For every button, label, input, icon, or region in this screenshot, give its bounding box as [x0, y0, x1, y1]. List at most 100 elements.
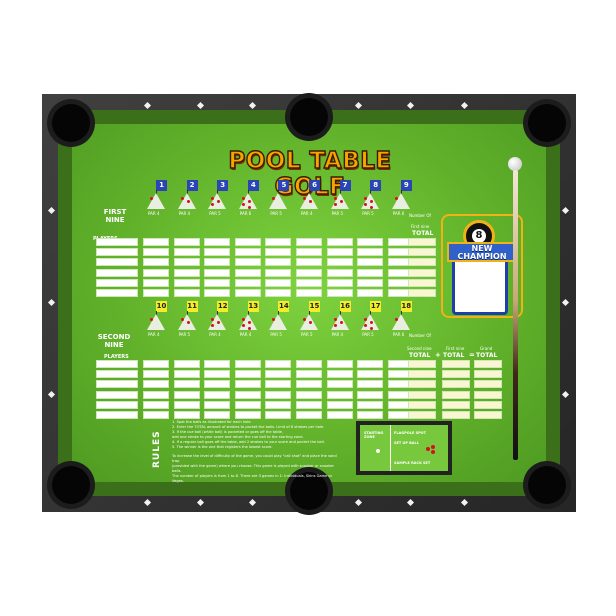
champion-name-board[interactable]	[452, 253, 508, 315]
score-cell[interactable]	[265, 380, 292, 389]
score-cell[interactable]	[296, 248, 322, 257]
score-cell[interactable]	[234, 360, 261, 368]
score-cell[interactable]	[143, 238, 169, 246]
total-cell[interactable]	[408, 360, 436, 368]
score-cell[interactable]	[204, 411, 231, 419]
score-cell[interactable]	[265, 400, 292, 409]
score-cell[interactable]	[234, 380, 261, 389]
total-cell[interactable]	[474, 400, 502, 409]
total-cell[interactable]	[408, 380, 436, 389]
score-cell[interactable]	[143, 360, 169, 368]
total-cell[interactable]	[408, 258, 436, 267]
score-cell[interactable]	[265, 268, 292, 277]
score-cell[interactable]	[326, 400, 353, 409]
score-cell[interactable]	[204, 390, 231, 399]
score-cell[interactable]	[234, 278, 261, 287]
score-cell[interactable]	[234, 289, 261, 297]
score-cell[interactable]	[296, 390, 322, 399]
score-cell[interactable]	[204, 360, 231, 368]
score-cell[interactable]	[265, 360, 292, 368]
score-cell[interactable]	[143, 268, 169, 277]
score-cell[interactable]	[234, 268, 261, 277]
total-cell[interactable]	[442, 411, 470, 419]
total-cell[interactable]	[408, 400, 436, 409]
score-cell[interactable]	[265, 278, 292, 287]
score-cell[interactable]	[143, 370, 169, 379]
total-cell[interactable]	[442, 380, 470, 389]
score-cell[interactable]	[204, 278, 231, 287]
player-name-cell[interactable]	[96, 390, 138, 399]
player-name-cell[interactable]	[96, 370, 138, 379]
score-cell[interactable]	[296, 278, 322, 287]
player-name-cell[interactable]	[96, 238, 138, 246]
score-cell[interactable]	[265, 370, 292, 379]
score-cell[interactable]	[234, 400, 261, 409]
total-cell[interactable]	[408, 248, 436, 257]
score-cell[interactable]	[326, 360, 353, 368]
score-cell[interactable]	[326, 411, 353, 419]
score-cell[interactable]	[234, 248, 261, 257]
total-cell[interactable]	[408, 278, 436, 287]
player-name-cell[interactable]	[96, 278, 138, 287]
score-cell[interactable]	[265, 238, 292, 246]
score-cell[interactable]	[326, 370, 353, 379]
score-cell[interactable]	[143, 380, 169, 389]
score-cell[interactable]	[357, 390, 384, 399]
total-cell[interactable]	[408, 370, 436, 379]
score-cell[interactable]	[143, 248, 169, 257]
player-name-cell[interactable]	[96, 380, 138, 389]
score-cell[interactable]	[326, 278, 353, 287]
score-cell[interactable]	[173, 238, 200, 246]
score-cell[interactable]	[143, 390, 169, 399]
total-cell[interactable]	[408, 268, 436, 277]
total-cell[interactable]	[474, 360, 502, 368]
score-cell[interactable]	[234, 390, 261, 399]
score-cell[interactable]	[296, 360, 322, 368]
player-name-cell[interactable]	[96, 400, 138, 409]
total-cell[interactable]	[474, 370, 502, 379]
score-cell[interactable]	[357, 400, 384, 409]
score-cell[interactable]	[265, 289, 292, 297]
player-name-cell[interactable]	[96, 258, 138, 267]
score-cell[interactable]	[296, 370, 322, 379]
total-cell[interactable]	[408, 289, 436, 297]
total-cell[interactable]	[442, 360, 470, 368]
score-cell[interactable]	[357, 258, 384, 267]
score-cell[interactable]	[296, 289, 322, 297]
total-cell[interactable]	[474, 390, 502, 399]
score-cell[interactable]	[296, 268, 322, 277]
score-cell[interactable]	[265, 258, 292, 267]
score-cell[interactable]	[296, 380, 322, 389]
score-cell[interactable]	[357, 248, 384, 257]
score-cell[interactable]	[357, 360, 384, 368]
score-cell[interactable]	[173, 248, 200, 257]
player-name-cell[interactable]	[96, 248, 138, 257]
score-cell[interactable]	[357, 380, 384, 389]
score-cell[interactable]	[204, 248, 231, 257]
score-cell[interactable]	[234, 238, 261, 246]
score-cell[interactable]	[265, 411, 292, 419]
score-cell[interactable]	[326, 380, 353, 389]
score-cell[interactable]	[326, 289, 353, 297]
total-cell[interactable]	[474, 411, 502, 419]
score-cell[interactable]	[204, 268, 231, 277]
score-cell[interactable]	[143, 289, 169, 297]
player-name-cell[interactable]	[96, 411, 138, 419]
total-cell[interactable]	[442, 370, 470, 379]
player-name-cell[interactable]	[96, 360, 138, 368]
score-cell[interactable]	[326, 390, 353, 399]
score-cell[interactable]	[204, 289, 231, 297]
score-cell[interactable]	[204, 370, 231, 379]
score-cell[interactable]	[173, 411, 200, 419]
score-cell[interactable]	[143, 258, 169, 267]
score-cell[interactable]	[296, 258, 322, 267]
total-cell[interactable]	[408, 238, 436, 246]
score-cell[interactable]	[357, 289, 384, 297]
score-cell[interactable]	[204, 238, 231, 246]
score-cell[interactable]	[143, 411, 169, 419]
score-cell[interactable]	[204, 258, 231, 267]
total-cell[interactable]	[474, 380, 502, 389]
score-cell[interactable]	[357, 278, 384, 287]
total-cell[interactable]	[408, 411, 436, 419]
score-cell[interactable]	[173, 360, 200, 368]
